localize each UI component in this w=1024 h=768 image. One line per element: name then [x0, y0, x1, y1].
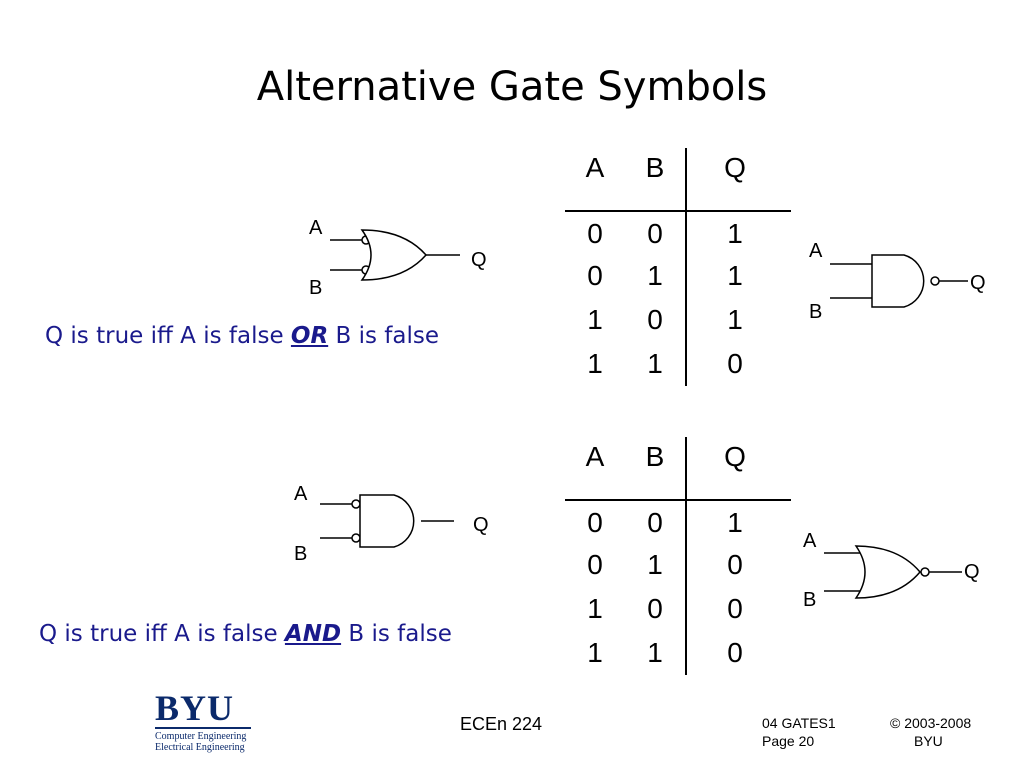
table-cell: 0	[727, 348, 743, 379]
table-cell: 0	[587, 218, 603, 249]
table-cell: 1	[647, 637, 663, 668]
footer-course: ECEn 224	[460, 714, 543, 734]
and-gate	[320, 494, 454, 548]
description-and: Q is true iff A is false AND B is false	[39, 621, 452, 647]
gate-input-b-label: B	[309, 277, 323, 299]
gate-output-q-label: Q	[970, 272, 986, 294]
gate-output-q-label: Q	[471, 249, 487, 271]
footer-file: 04 GATES1	[762, 715, 836, 731]
table-cell: 1	[587, 593, 603, 624]
logo-line-1: Computer Engineering	[155, 731, 247, 742]
table-cell: 0	[727, 549, 743, 580]
description-keyword: OR	[290, 323, 329, 349]
nor-gate	[824, 545, 962, 599]
table-cell: 1	[727, 218, 743, 249]
gate-input-a-label: A	[294, 483, 308, 505]
gate-input-a-label: A	[803, 530, 817, 552]
table-cell: 1	[647, 549, 663, 580]
table-cell: 0	[647, 218, 663, 249]
description-suffix: B is false	[328, 323, 439, 349]
table-column-divider	[685, 148, 687, 386]
description-or: Q is true iff A is false OR B is false	[45, 323, 439, 349]
gate-input-a-label: A	[309, 217, 323, 239]
table-header: A	[585, 152, 605, 183]
logo-divider	[155, 727, 251, 729]
byu-logo: BYU Computer Engineering Electrical Engi…	[155, 688, 255, 753]
table-cell: 0	[587, 549, 603, 580]
table-header-divider	[565, 210, 791, 212]
gate-input-b-label: B	[803, 589, 817, 611]
table-cell: 0	[727, 637, 743, 668]
table-cell: 0	[647, 593, 663, 624]
table-cell: 0	[587, 260, 603, 291]
gate-input-b-label: B	[809, 301, 823, 323]
table-header-divider	[565, 499, 791, 501]
description-keyword: AND	[284, 621, 342, 647]
footer-copyright: © 2003-2008	[890, 715, 972, 731]
gate-output-q-label: Q	[473, 514, 489, 536]
table-cell: 0	[647, 507, 663, 538]
logo-line-2: Electrical Engineering	[155, 742, 245, 753]
slide-title: Alternative Gate Symbols	[256, 64, 768, 110]
table-cell: 0	[647, 304, 663, 335]
table-cell: 0	[587, 507, 603, 538]
truth-table-nor: A B Q 0 0 1 0 1 0 1 0 0 1 1 0	[565, 437, 805, 687]
gate-output-q-label: Q	[964, 561, 980, 583]
footer-page: Page 20	[762, 733, 815, 749]
table-column-divider	[685, 437, 687, 675]
byu-logo-text: BYU	[155, 688, 235, 728]
description-prefix: Q is true iff A is false	[45, 323, 291, 349]
table-cell: 1	[727, 304, 743, 335]
table-cell: 1	[587, 348, 603, 379]
table-header: B	[645, 152, 665, 183]
description-prefix: Q is true iff A is false	[39, 621, 285, 647]
table-header: B	[645, 441, 665, 472]
gate-input-a-label: A	[809, 240, 823, 262]
table-cell: 1	[587, 304, 603, 335]
table-cell: 1	[727, 260, 743, 291]
table-header: Q	[724, 441, 746, 472]
table-cell: 0	[727, 593, 743, 624]
table-cell: 1	[647, 348, 663, 379]
nand-gate	[830, 254, 968, 308]
truth-table-nand: A B Q 0 0 1 0 1 1 1 0 1 1 1 0	[565, 148, 805, 398]
or-gate-inverted-inputs	[330, 229, 460, 281]
table-cell: 1	[647, 260, 663, 291]
table-cell: 1	[727, 507, 743, 538]
table-header: Q	[724, 152, 746, 183]
table-cell: 1	[587, 637, 603, 668]
description-suffix: B is false	[341, 621, 452, 647]
table-header: A	[585, 441, 605, 472]
footer-org: BYU	[914, 733, 943, 749]
gate-input-b-label: B	[294, 543, 308, 565]
